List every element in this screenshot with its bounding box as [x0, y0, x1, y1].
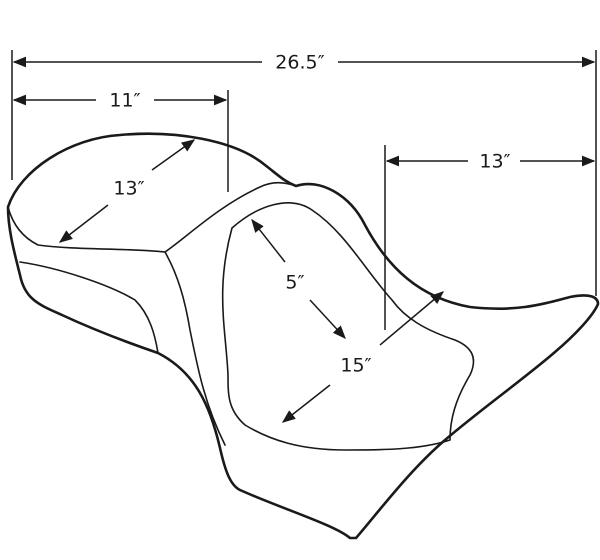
dim-passenger-width: 13″: [58, 139, 196, 243]
dim-passenger-length: 13″: [385, 151, 596, 173]
label-rider-width: 15″: [340, 355, 371, 377]
passenger-pad-seam: [7, 181, 297, 253]
seat-illustration: [6, 132, 600, 540]
label-overall-length: 26.5″: [275, 52, 324, 74]
dim-overall-length: 26.5″: [12, 52, 596, 74]
rider-side-seam: [164, 251, 226, 446]
label-passenger-length: 13″: [479, 151, 510, 173]
dim-rider-width: 15″: [281, 291, 445, 423]
passenger-side-seam: [19, 261, 159, 354]
seat-outline: [6, 132, 600, 540]
dim-rider-length: 11″: [12, 90, 228, 112]
extension-lines: [11, 50, 597, 330]
label-rider-length: 11″: [109, 90, 140, 112]
label-rider-depth: 5″: [285, 272, 304, 294]
dim-rider-depth: 5″: [251, 218, 346, 339]
rider-pad-seam: [221, 202, 475, 451]
label-passenger-width: 13″: [113, 178, 144, 200]
